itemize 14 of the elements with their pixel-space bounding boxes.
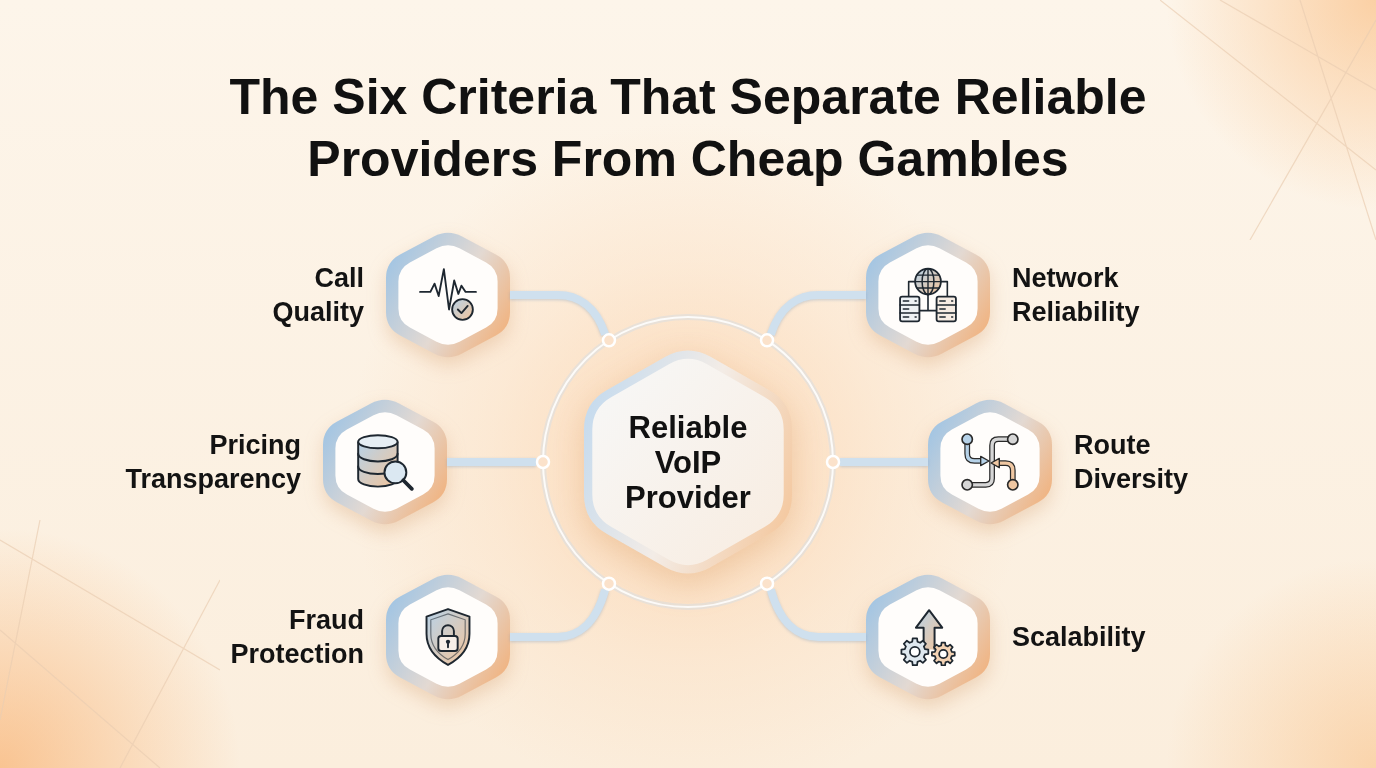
node-label: Fraud Protection xyxy=(230,604,364,671)
connector-line xyxy=(510,291,609,336)
diagram-title: The Six Criteria That Separate Reliable Providers From Cheap Gambles xyxy=(228,68,1148,189)
node-label: Pricing Transparency xyxy=(125,429,301,496)
node-label: Network Reliability xyxy=(1012,262,1140,329)
connector-line xyxy=(840,458,928,466)
node-label: Call Quality xyxy=(272,262,364,329)
connector-line xyxy=(766,588,866,641)
connector-line xyxy=(510,588,610,641)
connector-line xyxy=(447,458,536,466)
node-label: Reliable VoIP Provider xyxy=(625,409,751,515)
node-label: Scalability xyxy=(1012,621,1146,654)
node-label: Route Diversity xyxy=(1074,429,1189,496)
connector-line xyxy=(767,291,866,336)
